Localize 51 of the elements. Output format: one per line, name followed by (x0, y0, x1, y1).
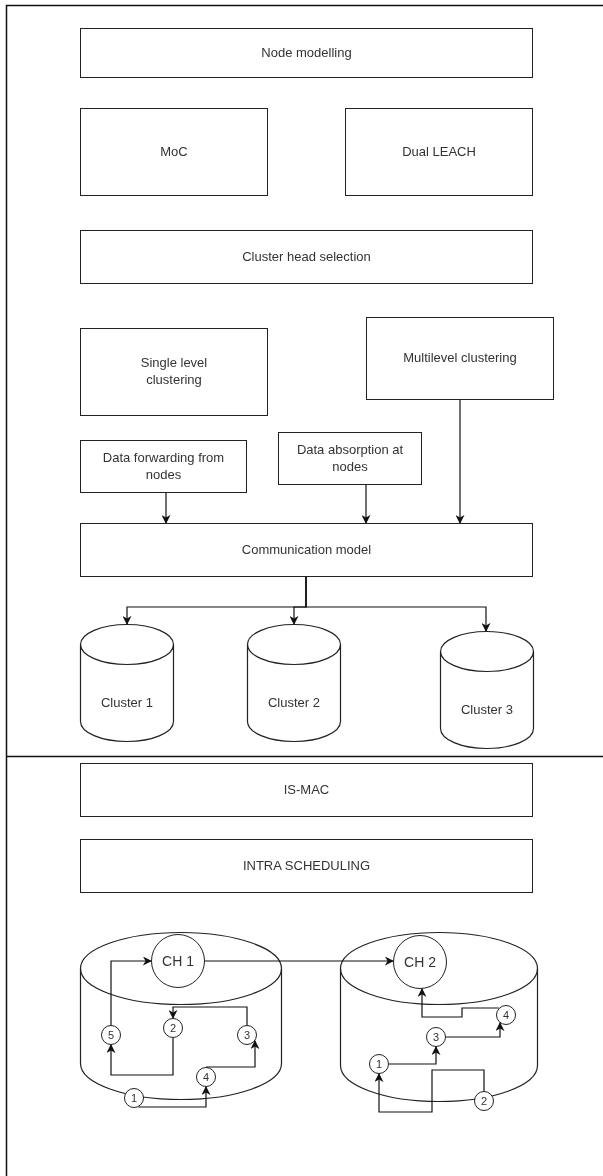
arrow (305, 576, 491, 632)
circle-label: CH 2 (404, 952, 436, 972)
arrow (110, 956, 152, 1026)
arrow (374, 1069, 485, 1113)
process-box (80, 763, 533, 817)
arrow (361, 484, 371, 524)
arrow (388, 1046, 441, 1065)
arrow (137, 1086, 211, 1108)
arrow (455, 399, 465, 524)
box-label: Dual LEACH (402, 143, 476, 161)
arrow (106, 1037, 174, 1076)
process-box (80, 328, 268, 416)
box-label: Cluster 2 (268, 694, 320, 712)
box-label: Data forwarding from nodes (101, 449, 226, 484)
box-label: Multilevel clustering (403, 350, 517, 367)
circle-label: 4 (202, 1069, 210, 1085)
circle-label: 4 (502, 1007, 510, 1023)
circle-label: 2 (480, 1093, 488, 1109)
box-label: Single level clustering (139, 355, 209, 389)
arrow (204, 956, 394, 966)
process-box (366, 317, 554, 400)
arrow (168, 1006, 248, 1026)
process-box (80, 839, 533, 893)
circle-label: 1 (130, 1090, 138, 1106)
node-circle (474, 1091, 494, 1111)
arrow (161, 492, 171, 524)
circle-label: 2 (169, 1020, 177, 1036)
box-label: Cluster 3 (461, 701, 513, 719)
box-label: Communication model (241, 541, 372, 559)
process-box (80, 230, 533, 284)
circle-label: 3 (243, 1027, 251, 1043)
circle-label: 1 (375, 1056, 383, 1072)
box-label: Cluster 1 (101, 694, 153, 712)
process-box (80, 28, 533, 78)
arrow (205, 1040, 260, 1068)
box-label: Node modelling (261, 44, 352, 62)
process-box (345, 108, 533, 196)
process-box (80, 523, 533, 577)
circle-label: 3 (432, 1029, 440, 1045)
process-box (80, 108, 268, 196)
arrow (445, 1022, 505, 1038)
arrow (417, 988, 500, 1018)
circle-label: 5 (107, 1027, 115, 1043)
box-label: Data absorption at nodes (295, 441, 405, 476)
box-label: IS-MAC (283, 781, 330, 799)
box-label: Cluster head selection (242, 248, 371, 266)
process-box (278, 432, 422, 485)
box-label: INTRA SCHEDULING (242, 857, 371, 875)
circle-label: CH 1 (162, 951, 194, 971)
box-label: MoC (160, 143, 188, 161)
process-box (80, 440, 247, 493)
